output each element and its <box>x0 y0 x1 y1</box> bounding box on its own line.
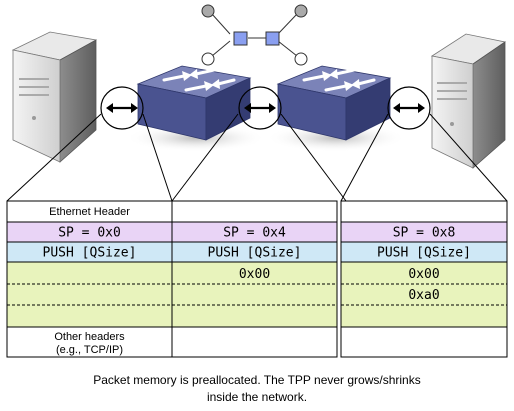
zoom-connector-lines <box>6 113 508 202</box>
bidirectional-arrow-icon <box>393 103 425 113</box>
memory-slot-1: 0x00 <box>239 267 270 282</box>
memory-slot-2: 0xa0 <box>408 288 439 303</box>
network-switch-icon <box>266 65 406 152</box>
other-headers-example: (e.g., TCP/IP) <box>56 344 123 356</box>
ethernet-header-label: Ethernet Header <box>49 206 130 218</box>
caption-line-1: Packet memory is preallocated. The TPP n… <box>93 373 420 387</box>
network-switch-icon <box>126 65 266 152</box>
server-icon <box>430 33 507 169</box>
sp-field: SP = 0x4 <box>223 226 286 241</box>
link-circle <box>238 86 282 130</box>
packet-memory-2: SP = 0x4 PUSH [QSize] 0x00 <box>171 200 338 358</box>
push-instruction: PUSH [QSize] <box>208 246 302 261</box>
link-circle <box>387 86 431 130</box>
memory-slot-1: 0x00 <box>408 267 439 282</box>
caption-line-2: inside the network. <box>207 390 307 404</box>
packet-memory-3: SP = 0x8 PUSH [QSize] 0x00 0xa0 <box>340 200 508 358</box>
other-headers-label: Other headers <box>54 331 125 343</box>
topology-icon <box>201 4 308 66</box>
link-circle <box>100 86 144 130</box>
push-instruction: PUSH [QSize] <box>43 246 137 261</box>
bidirectional-arrow-icon <box>106 103 138 113</box>
sp-field: SP = 0x0 <box>58 226 121 241</box>
packet-memory-1: Ethernet Header SP = 0x0 PUSH [QSize] Ot… <box>6 200 173 358</box>
bidirectional-arrow-icon <box>244 103 276 113</box>
push-instruction: PUSH [QSize] <box>377 246 471 261</box>
sp-field: SP = 0x8 <box>393 226 456 241</box>
server-icon <box>11 31 98 163</box>
